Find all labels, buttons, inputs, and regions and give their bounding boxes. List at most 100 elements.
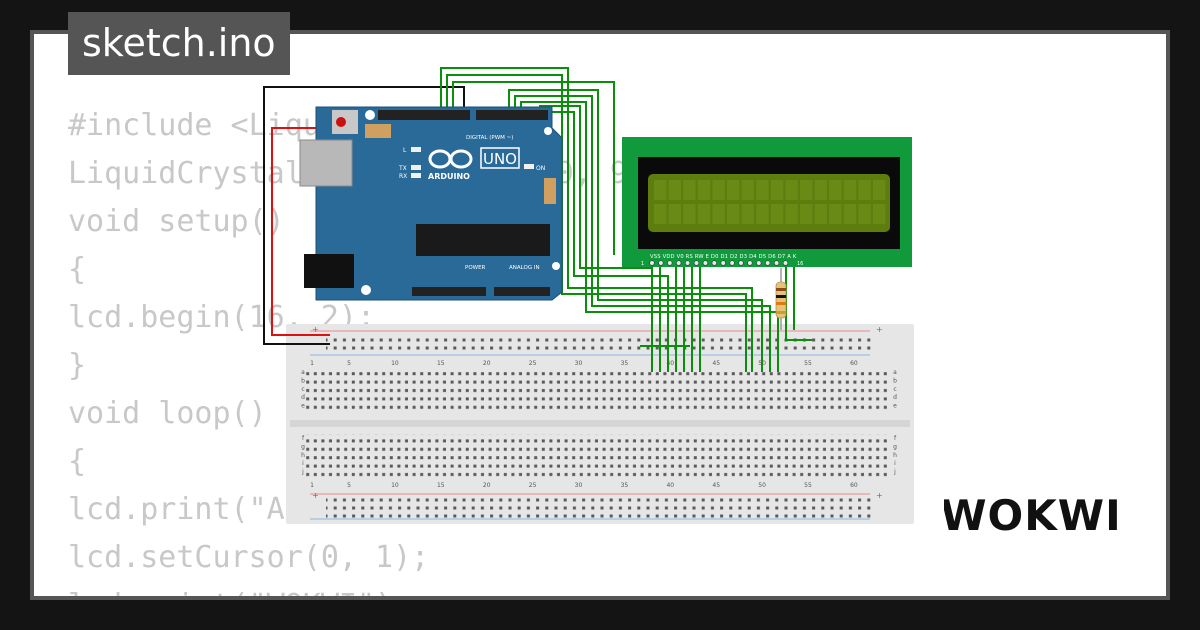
analog-label: ANALOG IN <box>509 265 540 271</box>
row-letter: e <box>301 403 305 410</box>
lcd-pin-last: 16 <box>797 261 803 267</box>
row-letter: g <box>893 443 897 450</box>
column-number: 30 <box>575 482 583 489</box>
arduino-logo-icon <box>428 149 473 169</box>
lcd-cell <box>829 180 842 200</box>
column-number: 35 <box>621 360 629 367</box>
row-letter: h <box>893 452 897 459</box>
row-letter: j <box>301 469 304 476</box>
column-number: 60 <box>850 482 858 489</box>
column-number: 60 <box>850 360 858 367</box>
wokwi-logo: WOKWI <box>944 491 1118 538</box>
row-letter: a <box>893 369 897 376</box>
lcd-cell <box>727 204 740 224</box>
rx-led-label: RX <box>399 173 407 180</box>
lcd-pin[interactable] <box>782 260 789 266</box>
column-number: 15 <box>437 360 445 367</box>
column-number: 50 <box>758 482 766 489</box>
lcd-pin[interactable] <box>756 260 762 266</box>
column-number: 40 <box>666 360 674 367</box>
lcd-cell <box>697 204 711 224</box>
column-number: 25 <box>529 360 537 367</box>
lcd-pin[interactable] <box>720 260 726 266</box>
lcd-cell <box>858 204 871 224</box>
row-letter: d <box>301 394 305 401</box>
lcd-1602[interactable]: 1 VSS VDD V0 RS RW E D0 D1 D2 D3 D4 D5 D… <box>622 137 912 267</box>
lcd-pin[interactable] <box>649 260 655 266</box>
lcd-cell <box>858 180 871 200</box>
lcd-pin[interactable] <box>676 260 682 266</box>
board-brand: ARDUINO <box>428 172 470 181</box>
lcd-cell <box>683 204 696 224</box>
rail-plus-top-right: + <box>876 325 883 334</box>
lcd-pin[interactable] <box>702 260 709 266</box>
lcd-cell <box>654 204 667 224</box>
lcd-cell <box>800 180 813 200</box>
lcd-cell <box>712 180 725 200</box>
column-number: 55 <box>804 360 812 367</box>
row-letter: b <box>893 377 897 384</box>
column-number: 20 <box>483 482 491 489</box>
lcd-pin-labels: VSS VDD V0 RS RW E D0 D1 D2 D3 D4 D5 D6 … <box>650 254 797 260</box>
lcd-cell <box>770 180 784 200</box>
lcd-pin[interactable] <box>738 260 744 266</box>
column-number: 10 <box>391 482 399 489</box>
lcd-cell <box>829 204 842 224</box>
lcd-cell <box>741 180 754 200</box>
lcd-cell <box>683 180 696 200</box>
lcd-cell <box>727 180 740 200</box>
lcd-pin[interactable] <box>684 260 691 266</box>
lcd-cell <box>697 180 711 200</box>
row-letter: f <box>302 435 305 442</box>
digital-label: DIGITAL (PWM ~) <box>466 135 513 141</box>
row-letter: a <box>301 369 305 376</box>
lcd-pin-first: 1 <box>641 261 644 267</box>
lcd-pin[interactable] <box>747 260 753 266</box>
row-letter: d <box>893 394 897 401</box>
lcd-cell <box>814 180 827 200</box>
wokwi-logo-text: WOKWI <box>944 491 1118 538</box>
lcd-pin[interactable] <box>765 260 771 266</box>
lcd-cell <box>756 180 769 200</box>
lcd-pin[interactable] <box>711 260 717 266</box>
lcd-cell <box>800 204 813 224</box>
lcd-pin[interactable] <box>658 260 664 266</box>
on-led-label: ON <box>536 165 545 172</box>
resistor[interactable] <box>775 268 787 330</box>
row-letter: e <box>893 403 897 410</box>
lcd-cell <box>668 180 681 200</box>
wire-d7 <box>520 101 779 372</box>
row-letter: i <box>894 460 896 467</box>
row-letter: f <box>894 435 897 442</box>
column-number: 30 <box>575 360 583 367</box>
board-model: UNO <box>483 150 517 168</box>
wire-d8 <box>514 95 771 372</box>
file-tab[interactable]: sketch.ino <box>68 12 290 75</box>
column-number: 5 <box>347 360 351 367</box>
arduino-uno-board[interactable]: UNO ARDUINO DIGITAL (PWM ~) ANALOG IN PO… <box>299 106 563 301</box>
column-number: 45 <box>712 360 720 367</box>
lcd-pin[interactable] <box>729 260 735 266</box>
row-letter: c <box>301 386 304 393</box>
row-letter: h <box>301 452 305 459</box>
lcd-pin[interactable] <box>693 260 700 266</box>
column-number: 40 <box>666 482 674 489</box>
lcd-cell <box>785 204 798 224</box>
row-letter: j <box>893 469 896 476</box>
rail-plus-top: + <box>312 325 319 334</box>
column-number: 15 <box>437 482 445 489</box>
column-number: 10 <box>391 360 399 367</box>
lcd-cell <box>814 204 827 224</box>
l-led-label: L <box>403 147 407 154</box>
row-letter: g <box>301 443 305 450</box>
row-letter: b <box>301 377 305 384</box>
row-letter: c <box>893 386 896 393</box>
column-number: 35 <box>621 482 629 489</box>
column-number: 20 <box>483 360 491 367</box>
lcd-pin[interactable] <box>667 260 673 266</box>
lcd-pin[interactable] <box>773 260 780 266</box>
lcd-cell <box>668 204 681 224</box>
